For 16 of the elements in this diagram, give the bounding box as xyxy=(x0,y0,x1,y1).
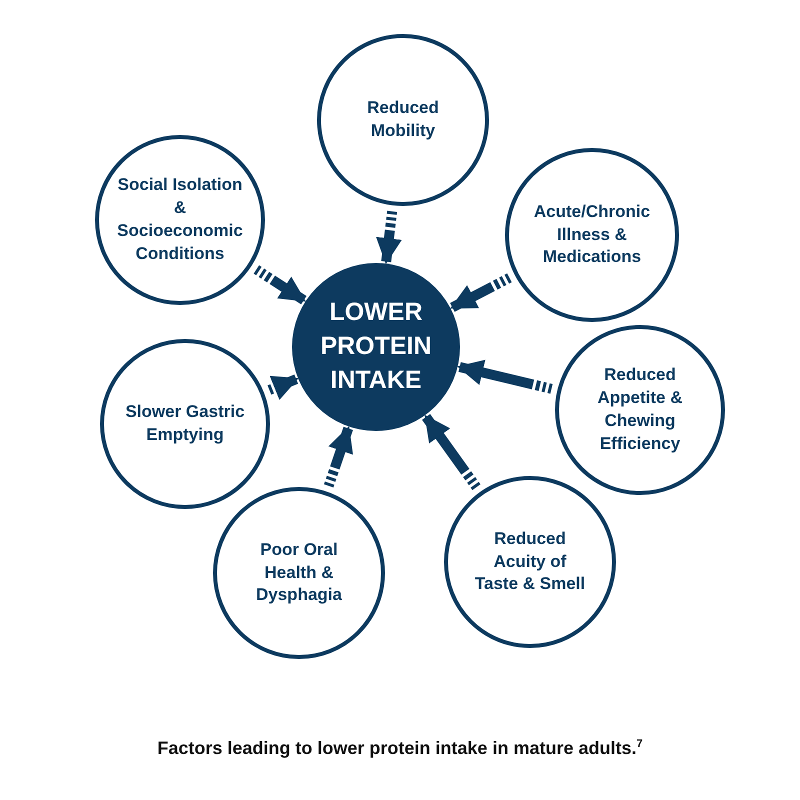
arrow xyxy=(268,374,299,400)
arrow xyxy=(324,426,354,488)
arrow xyxy=(254,265,307,304)
arrow xyxy=(457,360,553,394)
node-label: Reduced Mobility xyxy=(366,97,440,142)
node-label: LOWER PROTEIN INTAKE xyxy=(319,297,433,396)
node-label: Reduced Acuity of Taste & Smell xyxy=(474,528,586,596)
node-label: Reduced Appetite & Chewing Efficiency xyxy=(596,364,684,455)
node-label: Poor Oral Health & Dysphagia xyxy=(255,538,343,606)
node-label: Acute/Chronic Illness & Medications xyxy=(532,200,652,268)
caption: Factors leading to lower protein intake in mature adults.$^{7}$ xyxy=(156,738,644,759)
arrow xyxy=(450,273,512,312)
arrow xyxy=(422,414,480,490)
arrow xyxy=(376,210,402,264)
node-label: Social Isolation & Socioeconomic Conditions xyxy=(117,174,243,265)
node-label: Slower Gastric Emptying xyxy=(125,401,245,446)
